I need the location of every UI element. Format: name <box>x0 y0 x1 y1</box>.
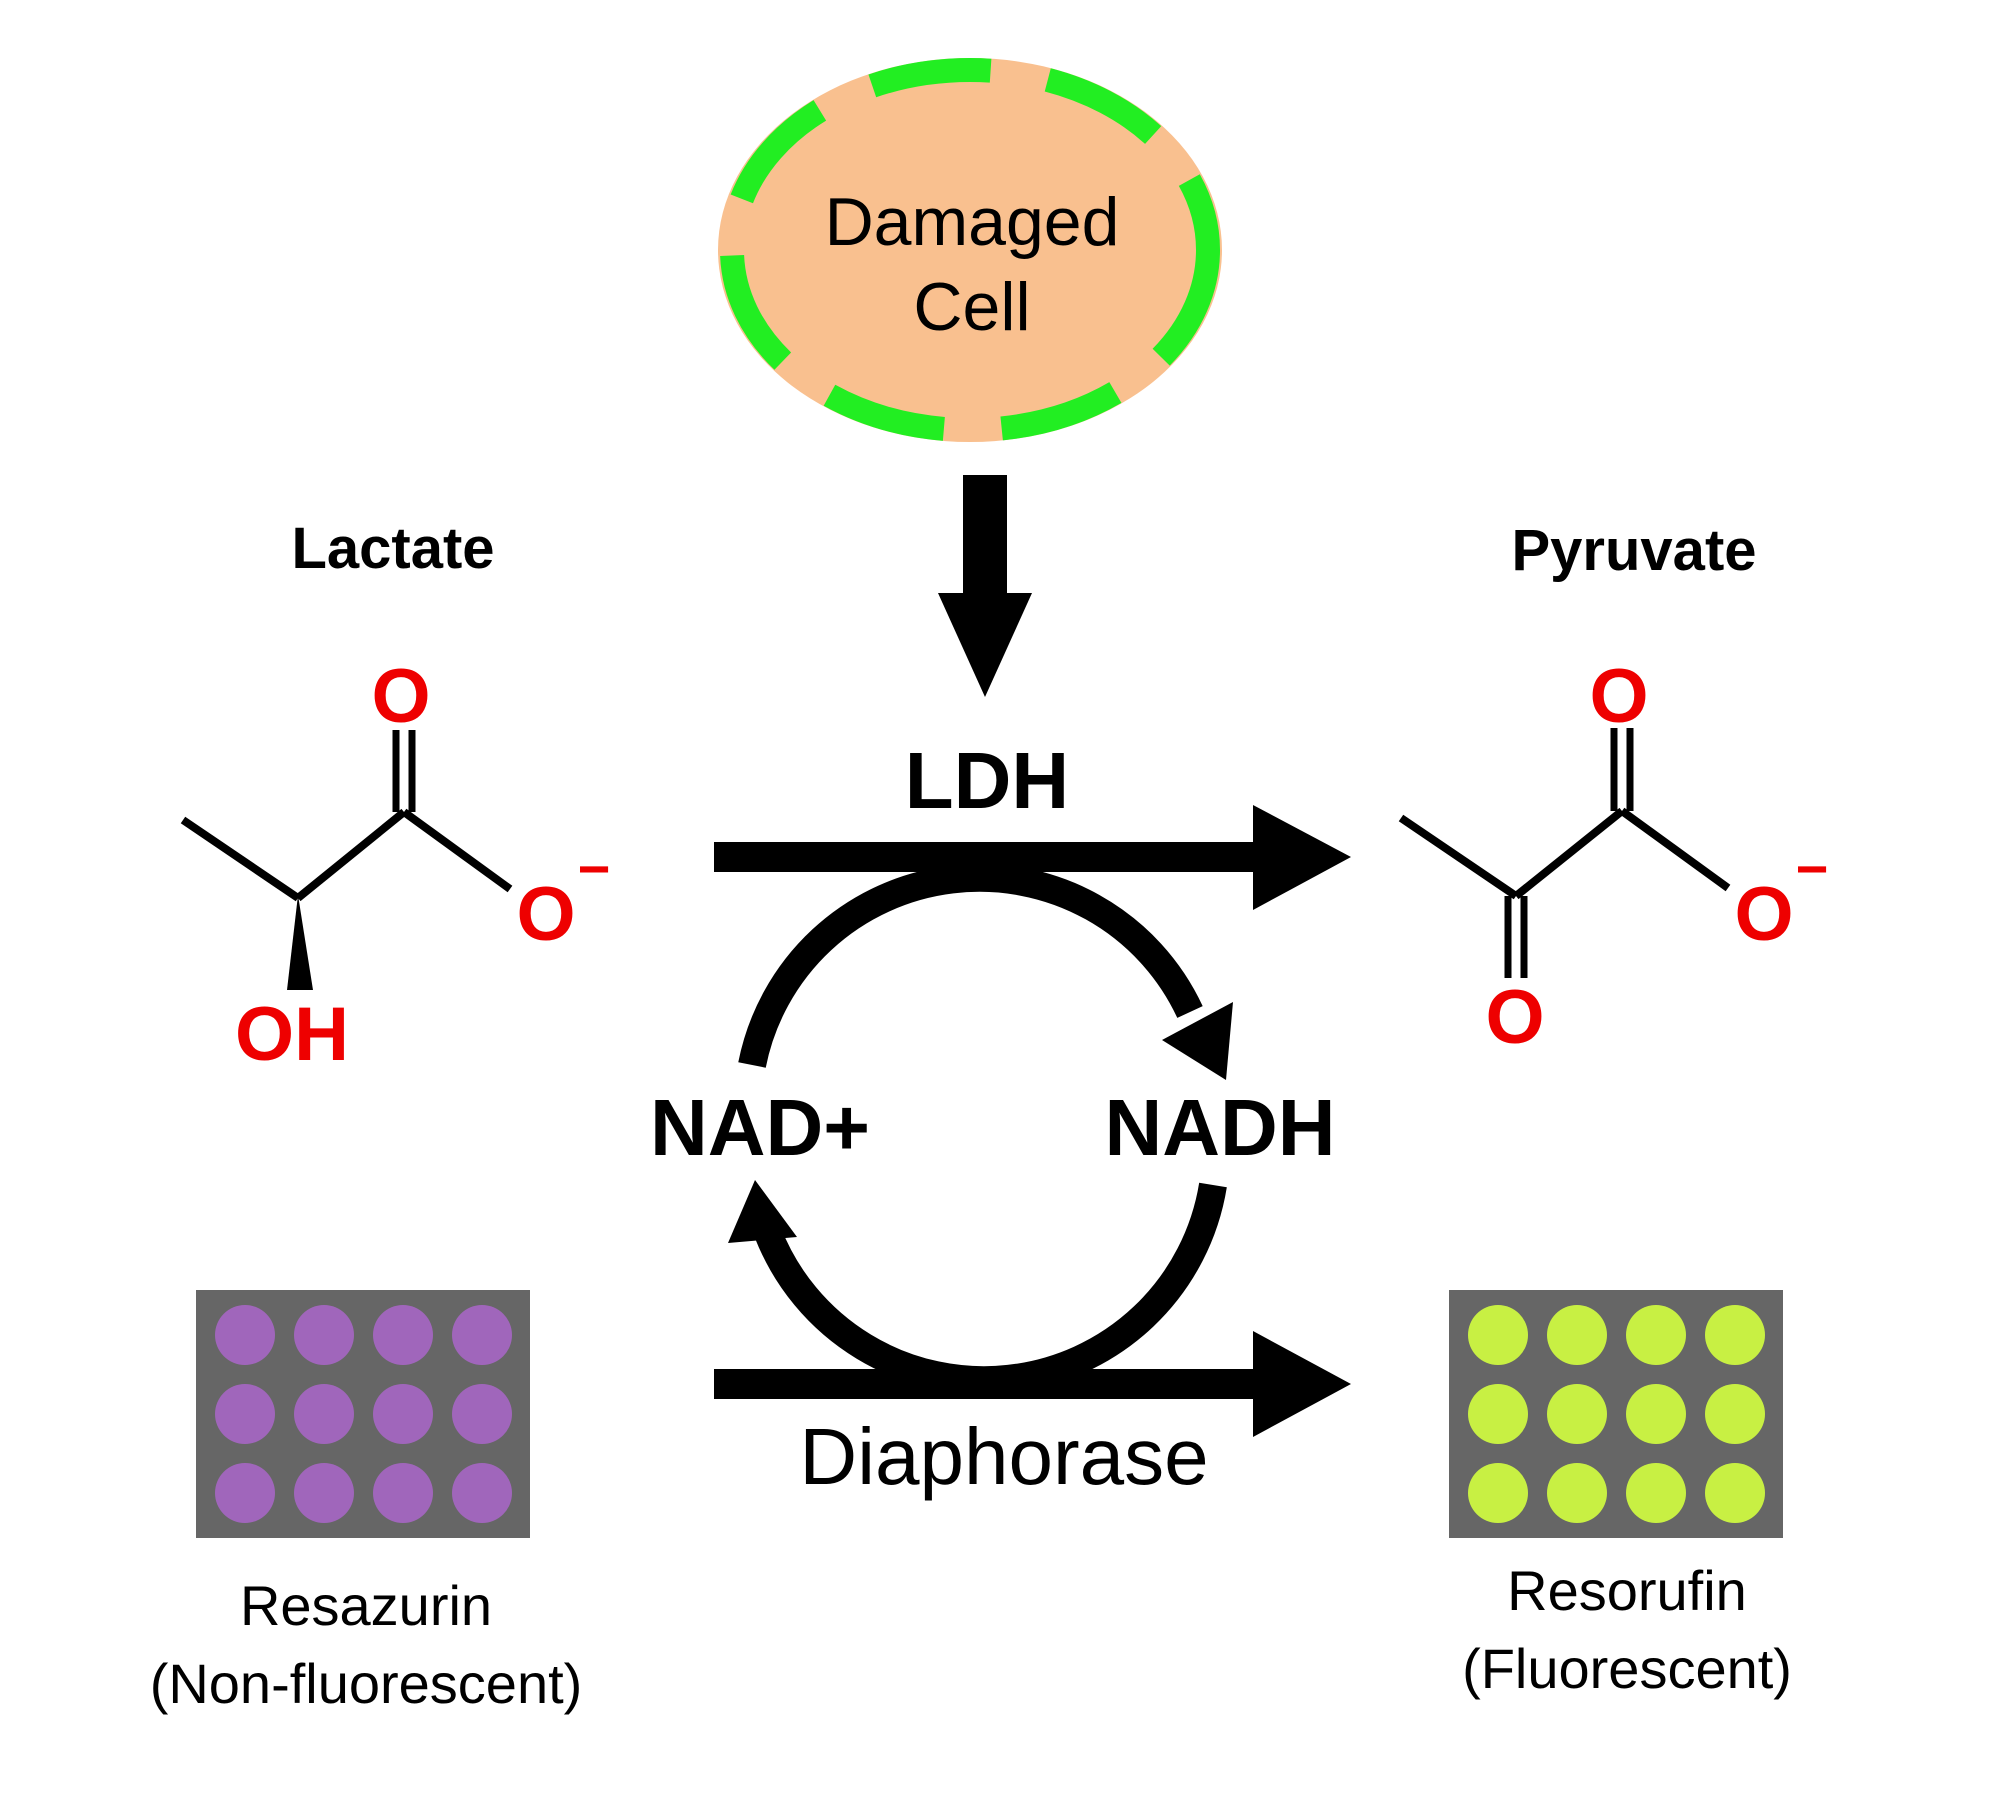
cell-membrane-dashed <box>720 58 1220 442</box>
plate-well <box>294 1305 354 1365</box>
pyruvate-carbonyl-o: O <box>1589 654 1648 739</box>
resorufin-name: Resorufin <box>1507 1559 1747 1622</box>
resazurin-subtitle: (Non-fluorescent) <box>150 1652 583 1715</box>
plate-well <box>215 1384 275 1444</box>
lactate-wedge-bond <box>287 895 313 990</box>
plate-well <box>452 1384 512 1444</box>
well-grid <box>215 1305 512 1523</box>
release-arrow <box>938 475 1032 697</box>
pyruvate-ketone-o: O <box>1485 975 1544 1060</box>
cell-body <box>718 58 1222 442</box>
plate-well <box>1705 1305 1765 1365</box>
lactate-hydroxyl: OH <box>235 992 349 1077</box>
plate-well <box>1705 1384 1765 1444</box>
plate-well <box>294 1463 354 1523</box>
plate-well <box>1626 1463 1686 1523</box>
pyruvate-name: Pyruvate <box>1511 518 1756 583</box>
lactate-carbonyl-o: O <box>371 654 430 739</box>
pyruvate-carboxylate-o: O <box>1734 872 1793 957</box>
lactate-carboxylate-o: O <box>516 872 575 957</box>
diaphorase-label: Diaphorase <box>799 1412 1208 1501</box>
plate-well <box>294 1384 354 1444</box>
resazurin-plate: Resazurin (Non-fluorescent) <box>150 1290 583 1715</box>
pyruvate-charge: − <box>1796 837 1829 900</box>
plate-well <box>1626 1384 1686 1444</box>
cell-label-line2: Cell <box>913 269 1030 345</box>
resazurin-name: Resazurin <box>240 1574 492 1637</box>
nadh-label: NADH <box>1104 1083 1335 1172</box>
plate-well <box>1468 1384 1528 1444</box>
cycle-arc-top <box>738 863 1203 1068</box>
well-grid <box>1468 1305 1765 1523</box>
plate-well <box>1547 1384 1607 1444</box>
lactate-molecule: Lactate O O − OH <box>180 516 611 1077</box>
plate-well <box>1468 1463 1528 1523</box>
plate-well <box>373 1384 433 1444</box>
cycle-arrowhead-top <box>1162 1002 1233 1080</box>
plate-well <box>373 1305 433 1365</box>
resorufin-subtitle: (Fluorescent) <box>1462 1637 1792 1700</box>
lactate-charge: − <box>578 837 611 900</box>
plate-well <box>452 1305 512 1365</box>
resorufin-plate: Resorufin (Fluorescent) <box>1449 1290 1792 1700</box>
plate-well <box>373 1463 433 1523</box>
plate-well <box>1468 1305 1528 1365</box>
lactate-name: Lactate <box>291 516 494 581</box>
plate-well <box>1626 1305 1686 1365</box>
plate-well <box>1705 1463 1765 1523</box>
cycle-arc-bottom <box>754 1182 1227 1395</box>
cycle-arrowhead-bottom <box>728 1180 797 1243</box>
plate-well <box>215 1305 275 1365</box>
cell-label-line1: Damaged <box>825 184 1120 260</box>
plate-well <box>1547 1305 1607 1365</box>
plate-well <box>1547 1463 1607 1523</box>
pyruvate-molecule: Pyruvate O O − O <box>1398 518 1829 1060</box>
plate-well <box>452 1463 512 1523</box>
ldh-label: LDH <box>905 736 1069 825</box>
nad-plus-label: NAD+ <box>650 1083 870 1172</box>
damaged-cell: Damaged Cell <box>718 58 1222 442</box>
plate-well <box>215 1463 275 1523</box>
